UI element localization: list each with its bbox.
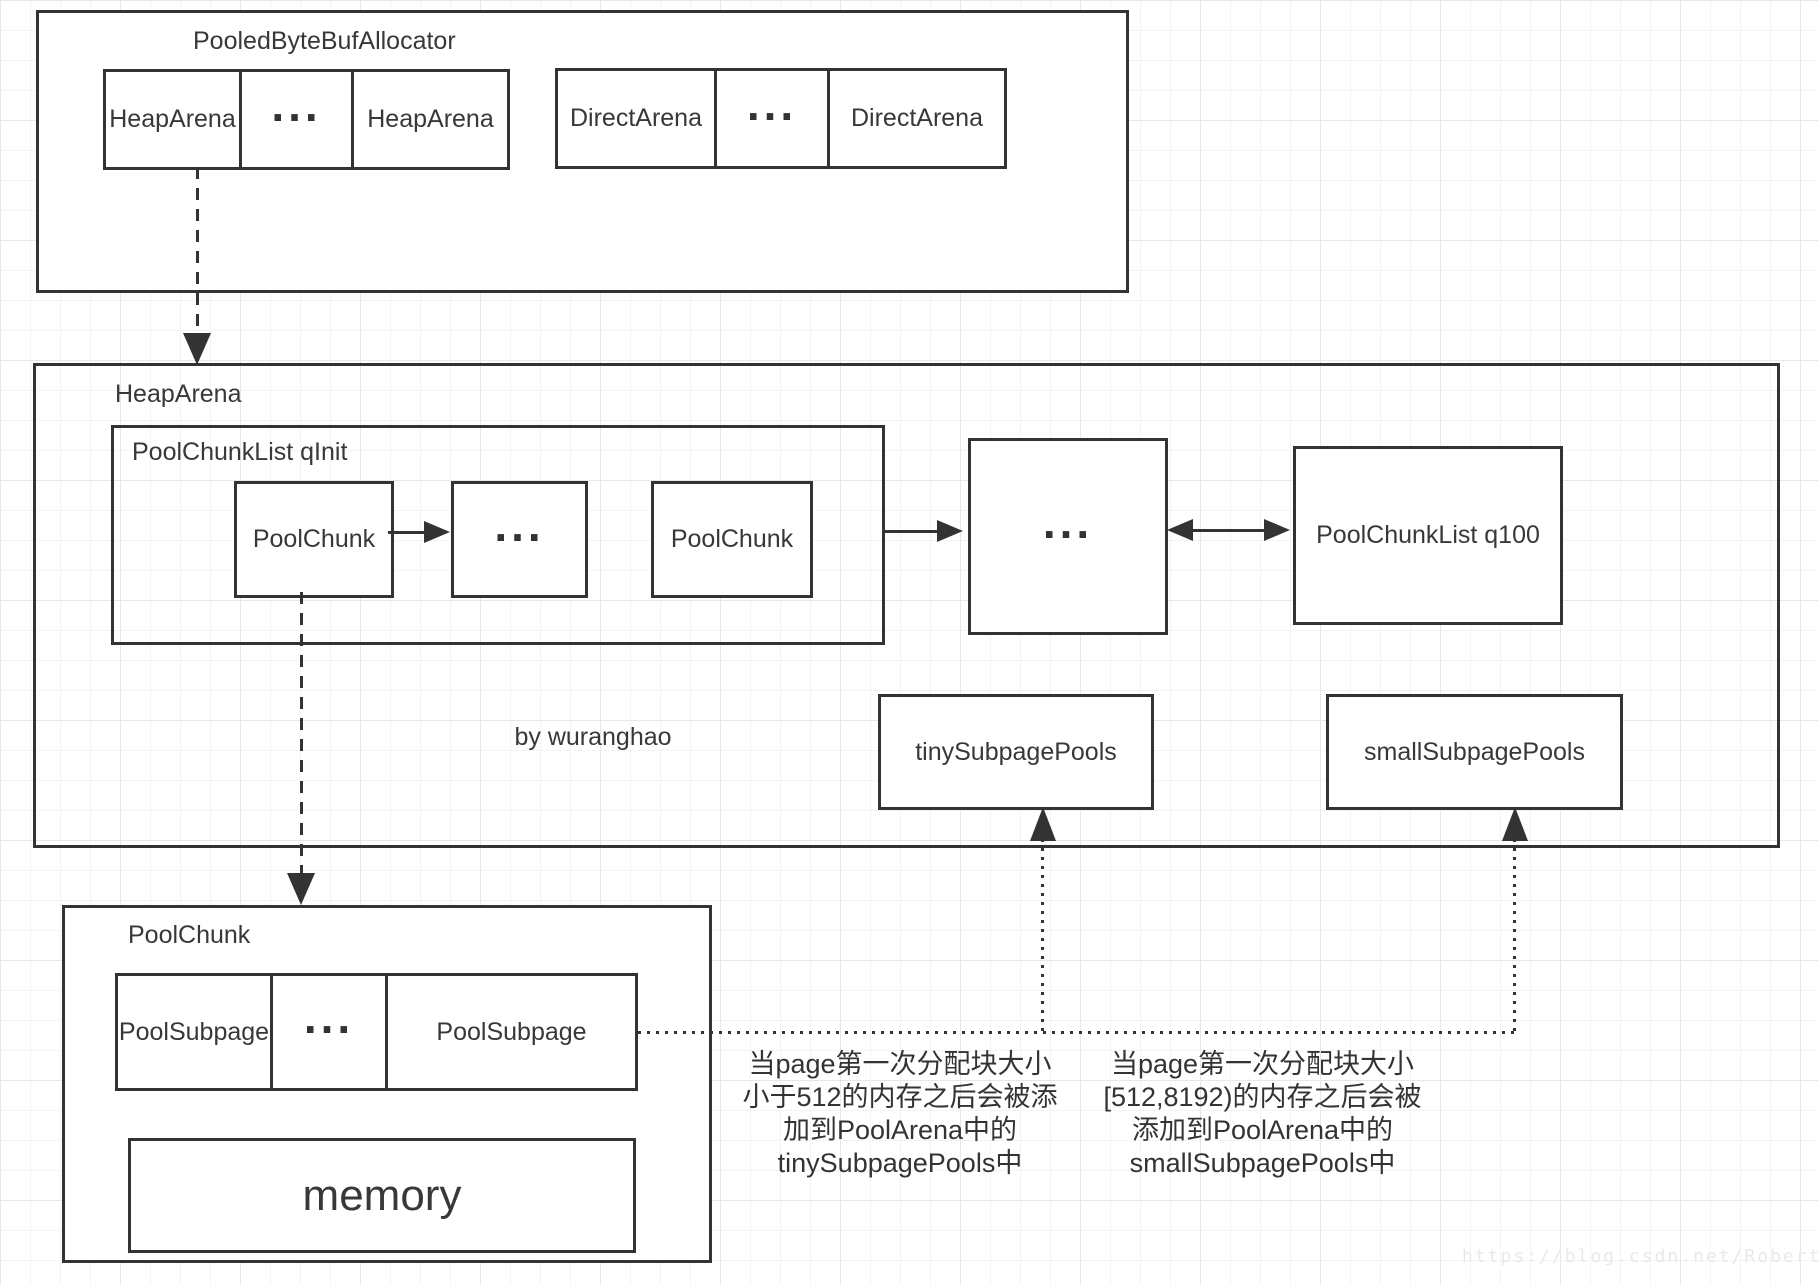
qinit-to-dotsbox-line bbox=[882, 530, 939, 533]
tiny-pools-dotted-vline bbox=[1041, 839, 1044, 1032]
small-subpage-pools-label: smallSubpagePools bbox=[1364, 737, 1585, 766]
poolchunk-to-dots-line bbox=[388, 531, 428, 534]
poolchunk-box: PoolChunk PoolSubpage ... PoolSubpage me… bbox=[62, 905, 712, 1263]
qinit-poolchunk-2: PoolChunk bbox=[651, 481, 813, 598]
qinit-label: PoolChunkList qInit bbox=[132, 438, 348, 466]
heap-arena-box: HeapArena PoolChunkList qInit PoolChunk … bbox=[33, 363, 1780, 848]
poolsubpage-dots-label: ... bbox=[303, 990, 355, 1043]
small-pools-note-line-1: 当page第一次分配块大小 bbox=[1110, 1049, 1415, 1079]
poolchunk-drilldown-dashed-line bbox=[300, 592, 303, 875]
tiny-pools-note-line-2: 小于512的内存之后会被添 bbox=[742, 1082, 1058, 1112]
poolchunk-drilldown-arrowhead-icon bbox=[287, 873, 315, 905]
qinit-dots-cell: ... bbox=[451, 481, 588, 598]
small-pools-note-line-4: smallSubpagePools中 bbox=[1129, 1148, 1396, 1178]
allocator-title: PooledByteBufAllocator bbox=[193, 27, 456, 55]
tiny-subpage-pools-label: tinySubpagePools bbox=[915, 737, 1117, 766]
qinit-poolchunk-2-label: PoolChunk bbox=[670, 525, 794, 553]
tiny-pools-note-line-3: 加到PoolArena中的 bbox=[782, 1115, 1018, 1145]
small-pools-note: 当page第一次分配块大小 [512,8192)的内存之后会被 添加到PoolA… bbox=[1100, 1048, 1425, 1180]
memory-box: memory bbox=[128, 1138, 636, 1253]
heap-dots-label: ... bbox=[271, 78, 322, 131]
subpage-note-dotted-hline bbox=[638, 1031, 1515, 1034]
qinit-poolchunk-1-label: PoolChunk bbox=[252, 525, 376, 553]
byline-text: by wuranghao bbox=[514, 723, 672, 751]
heap-arena-label: HeapArena bbox=[115, 380, 242, 408]
q100-label: PoolChunkList q100 bbox=[1316, 521, 1540, 549]
direct-arena-cell-2: DirectArena bbox=[827, 68, 1007, 169]
tiny-pools-note: 当page第一次分配块大小 小于512的内存之后会被添 加到PoolArena中… bbox=[740, 1048, 1060, 1180]
qinit-to-dotsbox-arrowhead-icon bbox=[937, 520, 963, 542]
poolchunk-to-dots-arrowhead-icon bbox=[424, 521, 450, 543]
heap-arena-cell-dots: ... bbox=[239, 69, 354, 170]
qinit-poolchunk-1: PoolChunk bbox=[234, 481, 394, 598]
allocator-box: PooledByteBufAllocator HeapArena ... Hea… bbox=[36, 10, 1129, 293]
poolsubpage-cell-dots: ... bbox=[270, 973, 388, 1091]
poolsubpage-cell-1: PoolSubpage bbox=[115, 973, 273, 1091]
direct-arena-cell-2-label: DirectArena bbox=[851, 104, 983, 132]
small-subpage-pools-box: smallSubpagePools bbox=[1326, 694, 1623, 810]
qinit-box: PoolChunkList qInit PoolChunk ... PoolCh… bbox=[111, 425, 885, 645]
heap-arena-cell-2-label: HeapArena bbox=[367, 105, 494, 133]
heap-arena-cell-2: HeapArena bbox=[351, 69, 510, 170]
tiny-subpage-pools-box: tinySubpagePools bbox=[878, 694, 1154, 810]
poolsubpage-cell-2: PoolSubpage bbox=[385, 973, 638, 1091]
tiny-pools-note-line-1: 当page第一次分配块大小 bbox=[748, 1049, 1052, 1079]
direct-arena-cell-dots: ... bbox=[714, 68, 830, 169]
qinit-dots-label: ... bbox=[494, 498, 545, 551]
tiny-pools-arrowhead-icon bbox=[1030, 807, 1056, 841]
allocator-to-heaparena-arrowhead-icon bbox=[183, 333, 211, 365]
tiny-pools-note-line-4: tinySubpagePools中 bbox=[777, 1148, 1023, 1178]
heap-arena-cell-1-label: HeapArena bbox=[109, 105, 236, 133]
small-pools-arrowhead-icon bbox=[1502, 807, 1528, 841]
memory-label: memory bbox=[302, 1170, 462, 1220]
dotsbox-q100-line bbox=[1190, 529, 1266, 532]
direct-dots-label: ... bbox=[746, 77, 798, 130]
allocator-to-heaparena-dashed-line bbox=[196, 167, 199, 335]
small-pools-dotted-vline bbox=[1513, 839, 1516, 1032]
dotsbox-q100-right-arrowhead-icon bbox=[1264, 519, 1290, 541]
watermark-url: https://blog.csdn.net/RobertoHuang bbox=[1462, 1246, 1818, 1267]
q100-box: PoolChunkList q100 bbox=[1293, 446, 1563, 625]
chunklist-dots-label: ... bbox=[1042, 495, 1094, 548]
small-pools-note-line-2: [512,8192)的内存之后会被 bbox=[1103, 1082, 1422, 1112]
poolsubpage-cell-2-label: PoolSubpage bbox=[436, 1017, 587, 1046]
direct-arena-cell-1-label: DirectArena bbox=[570, 104, 702, 132]
heap-arena-cell-1: HeapArena bbox=[103, 69, 242, 170]
small-pools-note-line-3: 添加到PoolArena中的 bbox=[1131, 1115, 1394, 1145]
dotsbox-q100-left-arrowhead-icon bbox=[1167, 519, 1193, 541]
chunklist-dots-box: ... bbox=[968, 438, 1168, 635]
poolchunk-label: PoolChunk bbox=[128, 921, 251, 949]
direct-arena-cell-1: DirectArena bbox=[555, 68, 717, 169]
poolsubpage-cell-1-label: PoolSubpage bbox=[118, 1017, 270, 1046]
